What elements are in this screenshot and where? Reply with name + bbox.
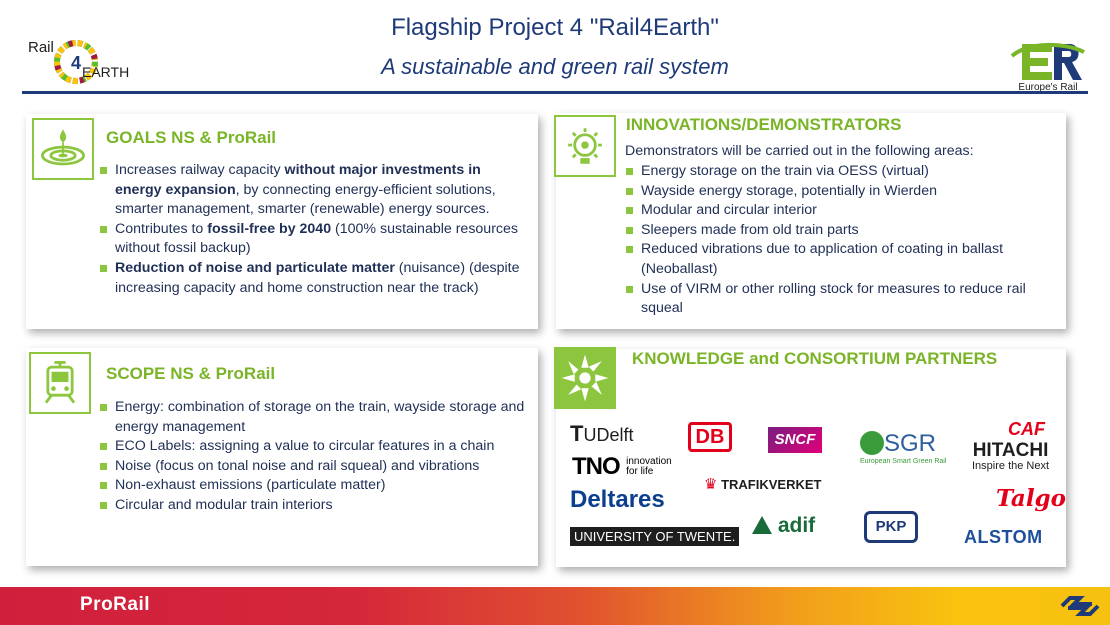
page-subtitle: A sustainable and green rail system [381, 54, 729, 79]
hands-together-icon [554, 347, 616, 409]
sncf-logo: SNCF [768, 427, 822, 453]
svg-text:Europe's Rail: Europe's Rail [1018, 82, 1077, 92]
train-icon [29, 352, 91, 414]
list-item: Energy: combination of storage on the tr… [100, 398, 530, 437]
crown-icon: ♛ [704, 476, 718, 493]
adif-mark-icon [752, 516, 772, 534]
deltares-logo: Deltares [570, 486, 665, 513]
ns-logo [1060, 592, 1100, 620]
university-of-twente-logo: UNIVERSITY OF TWENTE. [570, 527, 740, 546]
db-logo: DB [688, 422, 732, 452]
lightbulb-gear-icon [554, 115, 616, 177]
list-item: ECO Labels: assigning a value to circula… [100, 437, 530, 457]
talgo-logo: Talgo [996, 485, 1066, 512]
footer-band [0, 587, 1110, 625]
trafikverket-logo: ♛ TRAFIKVERKET [704, 476, 822, 493]
goals-title: GOALS NS & ProRail [106, 128, 277, 147]
water-drop-icon [32, 118, 94, 180]
knowledge-panel: KNOWLEDGE and CONSORTIUM PARTNERS TUDelf… [554, 347, 1066, 567]
innovations-list: Energy storage on the train via OESS (vi… [626, 162, 1036, 319]
list-item: Modular and circular interior [626, 201, 1036, 221]
scope-panel: SCOPE NS & ProRail Energy: combination o… [26, 348, 538, 566]
list-item: Non-exhaust emissions (particulate matte… [100, 476, 530, 496]
svg-text:Rail: Rail [28, 39, 54, 56]
rail4earth-logo: Rail 4 EARTH [28, 38, 130, 88]
esgr-logo: SGR European Smart Green Rail [860, 430, 947, 465]
svg-text:EARTH: EARTH [82, 64, 129, 80]
esgr-circle-icon [860, 431, 884, 455]
knowledge-title: KNOWLEDGE and CONSORTIUM PARTNERS [632, 349, 998, 368]
header-divider [22, 91, 1088, 94]
list-item: Contributes to fossil-free by 2040 (100%… [100, 220, 530, 259]
list-item: Sleepers made from old train parts [626, 221, 1036, 241]
goals-panel: GOALS NS & ProRail Increases railway cap… [26, 114, 538, 329]
innovations-title: INNOVATIONS/DEMONSTRATORS [626, 115, 902, 134]
list-item: Reduced vibrations due to application of… [626, 240, 1036, 279]
list-item: Reduction of noise and particulate matte… [100, 259, 530, 298]
caf-logo: CAF [1008, 419, 1045, 439]
list-item: Circular and modular train interiors [100, 496, 530, 516]
alstom-logo: ALSTOM [964, 527, 1043, 547]
scope-title: SCOPE NS & ProRail [106, 364, 276, 383]
innovations-panel: INNOVATIONS/DEMONSTRATORS Demonstrators … [554, 113, 1066, 329]
page-title: Flagship Project 4 "Rail4Earth" [391, 14, 719, 41]
europes-rail-logo: Europe's Rail [1008, 36, 1088, 93]
tudelft-logo: TUDelft [570, 421, 634, 446]
svg-text:4: 4 [71, 53, 81, 73]
list-item: Wayside energy storage, potentially in W… [626, 182, 1036, 202]
list-item: Use of VIRM or other rolling stock for m… [626, 280, 1036, 319]
list-item: Noise (focus on tonal noise and rail squ… [100, 457, 530, 477]
list-item: Energy storage on the train via OESS (vi… [626, 162, 1036, 182]
prorail-logo: ProRail [80, 594, 151, 615]
scope-list: Energy: combination of storage on the tr… [100, 398, 530, 516]
list-item: Increases railway capacity without major… [100, 161, 530, 220]
innovations-intro: Demonstrators will be carried out in the… [625, 143, 974, 159]
goals-list: Increases railway capacity without major… [100, 161, 530, 298]
adif-logo: adif [752, 514, 815, 538]
hitachi-logo: HITACHI Inspire the Next [972, 440, 1050, 472]
pkp-logo: PKP [864, 511, 918, 543]
